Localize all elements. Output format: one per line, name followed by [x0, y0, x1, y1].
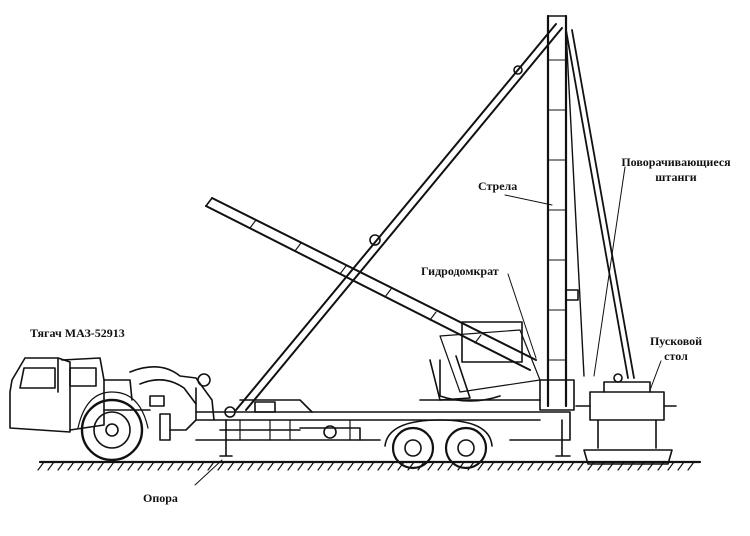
- ground: [37, 460, 702, 471]
- launcher-canister: [419, 321, 541, 402]
- label-hydraulic-jack: Гидродомкрат: [421, 264, 499, 278]
- tractor-cab: [9, 357, 151, 433]
- label-support: Опора: [143, 491, 178, 505]
- trailer-frame: [195, 399, 571, 441]
- label-boom: Стрела: [478, 179, 518, 193]
- lift-arm: [235, 23, 563, 411]
- rotating-rods: [565, 29, 635, 383]
- label-launch-table-line1: Пусковой: [649, 334, 703, 348]
- label-launch-table: Пусковой стол: [638, 334, 714, 364]
- support-legs: [219, 419, 571, 463]
- label-rotating-rods: Поворачивающиеся штанги: [616, 155, 736, 185]
- vertical-boom: [539, 14, 579, 411]
- label-tractor: Тягач МАЗ-52913: [30, 326, 125, 340]
- label-rotating-rods-line1: Поворачивающиеся: [621, 155, 731, 169]
- leader-lines: [194, 166, 662, 486]
- coupling-assembly: [129, 366, 236, 441]
- trailer-wheels: [384, 419, 493, 470]
- label-rotating-rods-line2: штанги: [655, 170, 697, 184]
- tractor-wheel: [77, 391, 149, 462]
- hydraulic-jack-ladder: [205, 197, 541, 401]
- label-launch-table-line2: стол: [664, 349, 688, 363]
- launch-table: [575, 381, 677, 465]
